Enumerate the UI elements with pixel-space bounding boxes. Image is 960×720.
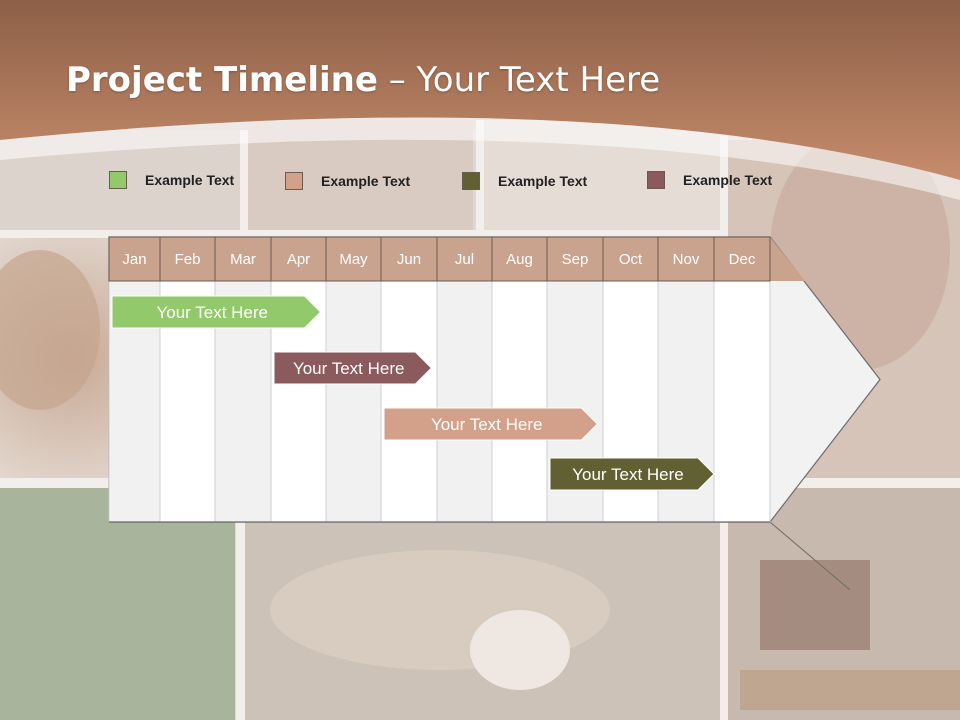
month-column-jun xyxy=(380,280,438,523)
title-rest: – Your Text Here xyxy=(377,60,661,100)
month-label: Jun xyxy=(397,251,421,268)
legend-label-2: Example Text xyxy=(321,173,411,189)
legend-item-4: Example Text xyxy=(647,171,772,189)
month-header-cell-feb xyxy=(159,236,216,282)
month-label: Nov xyxy=(673,251,700,268)
month-column-may xyxy=(325,280,382,523)
arrow-shadow-line xyxy=(769,521,851,591)
task-bar-label-4: Your Text Here xyxy=(572,465,684,484)
legend-label-3: Example Text xyxy=(498,173,588,189)
month-column-aug xyxy=(491,280,548,523)
month-header-cell-aug xyxy=(491,236,548,282)
legend-swatch-2 xyxy=(285,172,303,190)
month-header-cell-jan xyxy=(108,236,161,282)
month-label: Sep xyxy=(562,251,589,268)
month-header-cell-jun xyxy=(380,236,438,282)
month-label: Aug xyxy=(506,251,533,268)
month-label: Mar xyxy=(230,251,256,268)
task-bar-1 xyxy=(111,295,322,329)
month-column-dec xyxy=(713,280,771,523)
month-label: Apr xyxy=(287,251,310,268)
legend-swatch-1 xyxy=(109,171,127,189)
month-header-cell-mar xyxy=(214,236,272,282)
legend-item-2: Example Text xyxy=(285,172,410,190)
task-bar-label-2: Your Text Here xyxy=(293,359,405,378)
month-label: Jan xyxy=(122,251,146,268)
legend-item-1: Example Text xyxy=(109,171,234,189)
legend-item-3: Example Text xyxy=(462,172,587,190)
legend-label-4: Example Text xyxy=(683,172,773,188)
legend-swatch-3 xyxy=(462,172,480,190)
month-column-jul xyxy=(436,280,493,523)
legend-swatch-4 xyxy=(647,171,665,189)
task-bar-3 xyxy=(383,407,599,441)
month-header-cell-sep xyxy=(546,236,604,282)
month-label: Oct xyxy=(619,251,643,268)
month-label: Feb xyxy=(175,251,201,268)
legend-label-1: Example Text xyxy=(145,172,235,188)
month-label: May xyxy=(339,251,368,268)
month-header-cell-nov xyxy=(657,236,715,282)
month-label: Jul xyxy=(455,251,474,268)
month-header-cell-may xyxy=(325,236,382,282)
month-label: Dec xyxy=(729,251,756,268)
task-bar-label-1: Your Text Here xyxy=(156,303,268,322)
task-bar-label-3: Your Text Here xyxy=(431,415,543,434)
timeline-arrow-header-tip xyxy=(770,237,805,281)
page-title: Project Timeline – Your Text Here xyxy=(66,60,660,100)
month-header-cell-dec xyxy=(713,236,771,282)
month-header-cell-oct xyxy=(602,236,659,282)
month-header-cell-apr xyxy=(270,236,327,282)
title-bold: Project Timeline xyxy=(66,60,378,100)
task-bar-2 xyxy=(273,351,433,385)
task-bar-4 xyxy=(549,457,715,491)
